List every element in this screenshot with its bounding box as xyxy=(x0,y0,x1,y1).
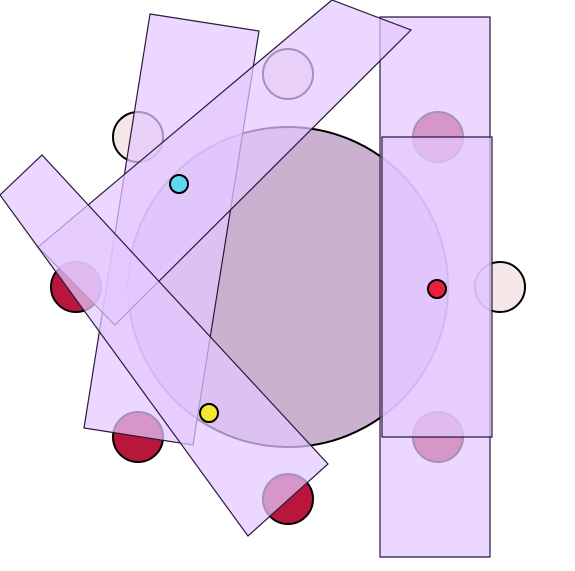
top-dots-layer xyxy=(169,174,447,423)
dot-red-small xyxy=(427,279,447,299)
panels-layer xyxy=(0,0,493,558)
dot-yellow xyxy=(199,403,219,423)
dot-cyan xyxy=(169,174,189,194)
panel-left-diagonal xyxy=(0,154,329,537)
